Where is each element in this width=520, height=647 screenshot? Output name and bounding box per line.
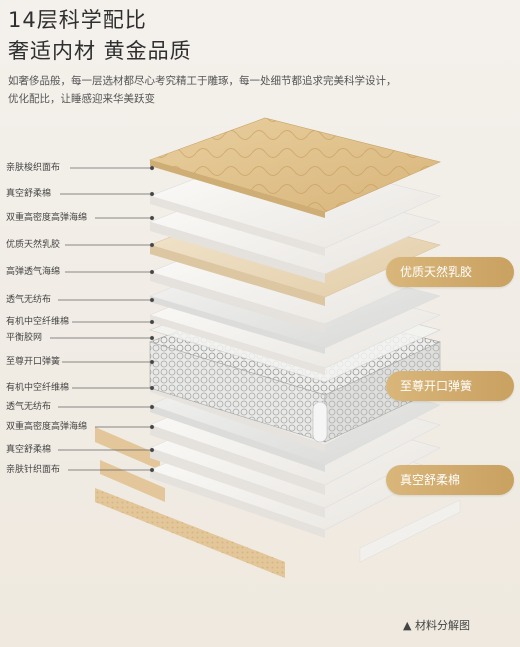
layer-label-7: 有机中空纤维棉 (6, 317, 70, 327)
badge-pocket-springs: 至尊开口弹簧 (386, 371, 514, 401)
bottom-frame (95, 427, 461, 578)
figure-caption: ▲ 材料分解图 (403, 619, 470, 632)
layer-label-2: 真空舒柔棉 (6, 189, 52, 199)
layer-label-12: 双重高密度高弹海绵 (6, 422, 88, 432)
title-line-2: 奢适内材 黄金品质 (8, 39, 192, 63)
badge-natural-latex: 优质天然乳胶 (386, 257, 514, 287)
layer-label-14: 亲肤针织面布 (6, 465, 61, 475)
badge-vacuum-cotton: 真空舒柔棉 (386, 465, 514, 495)
layer-woven-fabric (149, 117, 441, 218)
layer-label-3: 双重高密度高弹海绵 (6, 213, 88, 223)
layer-label-9: 至尊开口弹簧 (6, 357, 61, 367)
title-line-1: 14层科学配比 (8, 8, 147, 32)
layer-label-13: 真空舒柔棉 (6, 445, 52, 455)
layer-label-11: 透气无纺布 (6, 402, 52, 412)
layer-label-5: 高弹透气海绵 (6, 267, 61, 277)
description-line-2: 优化配比，让睡感迎来华美跃变 (8, 93, 155, 105)
layer-label-10: 有机中空纤维棉 (6, 383, 70, 393)
layer-label-4: 优质天然乳胶 (6, 240, 61, 250)
badge-pocket-springs-label: 至尊开口弹簧 (400, 379, 473, 393)
layer-label-6: 透气无纺布 (6, 295, 52, 305)
badge-vacuum-cotton-label: 真空舒柔棉 (400, 473, 461, 487)
layer-label-1: 亲肤梭织面布 (6, 163, 61, 173)
description-line-1: 如奢侈品般，每一层选材都尽心考究精工于雕琢，每一处细节都追求完美科学设计， (8, 75, 397, 87)
badge-natural-latex-label: 优质天然乳胶 (400, 265, 473, 279)
layer-label-8: 平衡胶网 (6, 333, 43, 343)
description: 如奢侈品般，每一层选材都尽心考究精工于雕琢，每一处细节都追求完美科学设计， 优化… (8, 72, 428, 108)
